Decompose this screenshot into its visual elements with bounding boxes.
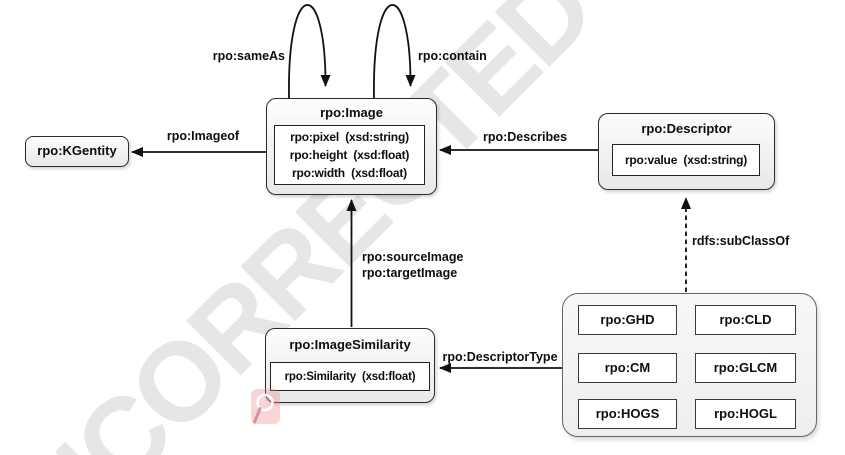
node-descriptor-title: rpo:Descriptor xyxy=(641,121,732,136)
type-box-cm: rpo:CM xyxy=(578,353,677,383)
node-image: rpo:Image rpo:pixel (xsd:string) rpo:hei… xyxy=(266,98,437,195)
type-box-glcm: rpo:GLCM xyxy=(695,353,796,383)
type-box-cld: rpo:CLD xyxy=(695,305,796,335)
node-imagesimilarity-title: rpo:ImageSimilarity xyxy=(289,337,411,352)
group-descriptor-types: rpo:GHD rpo:CLD rpo:CM rpo:GLCM rpo:HOGS… xyxy=(562,293,817,437)
attr-height: rpo:height (xsd:float) xyxy=(289,148,410,162)
attr-similarity: rpo:Similarity (xsd:float) xyxy=(284,370,416,383)
type-box-hogl: rpo:HOGL xyxy=(695,399,796,429)
edge-contain-loop xyxy=(373,4,416,99)
node-imagesimilarity-attributes: rpo:Similarity (xsd:float) xyxy=(270,362,430,391)
attr-value: rpo:value (xsd:string) xyxy=(624,153,748,167)
attr-width: rpo:width (xsd:float) xyxy=(292,166,407,180)
edge-label-sameas: rpo:sameAs xyxy=(212,49,285,63)
edge-label-subclassof: rdfs:subClassOf xyxy=(692,234,790,248)
node-descriptor-attributes: rpo:value (xsd:string) xyxy=(612,144,760,176)
edge-label-target-image: rpo:targetImage xyxy=(362,266,458,280)
node-image-attributes: rpo:pixel (xsd:string) rpo:height (xsd:f… xyxy=(274,125,425,185)
node-image-title: rpo:Image xyxy=(320,105,383,120)
edge-label-imageof: rpo:Imageof xyxy=(166,129,240,143)
edge-sameas-loop xyxy=(288,4,331,99)
edge-label-source-image: rpo:sourceImage xyxy=(362,250,464,264)
edge-label-descriptortype: rpo:DescriptorType xyxy=(442,350,558,364)
node-descriptor: rpo:Descriptor rpo:value (xsd:string) xyxy=(598,113,775,190)
node-kgentity-title: rpo:KGentity xyxy=(37,143,117,158)
edge-label-source-target: rpo:sourceImage rpo:targetImage xyxy=(362,249,463,281)
node-imagesimilarity: rpo:ImageSimilarity rpo:Similarity (xsd:… xyxy=(265,328,435,403)
type-box-ghd: rpo:GHD xyxy=(578,305,677,335)
edge-label-describes: rpo:Describes xyxy=(482,130,568,144)
type-box-hogs: rpo:HOGS xyxy=(578,399,677,429)
magnifier-icon[interactable] xyxy=(251,389,280,424)
node-kgentity: rpo:KGentity xyxy=(25,136,129,167)
edge-label-contain: rpo:contain xyxy=(418,49,487,63)
magnifier-glyph xyxy=(253,393,274,424)
attr-pixel: rpo:pixel (xsd:string) xyxy=(290,130,409,144)
